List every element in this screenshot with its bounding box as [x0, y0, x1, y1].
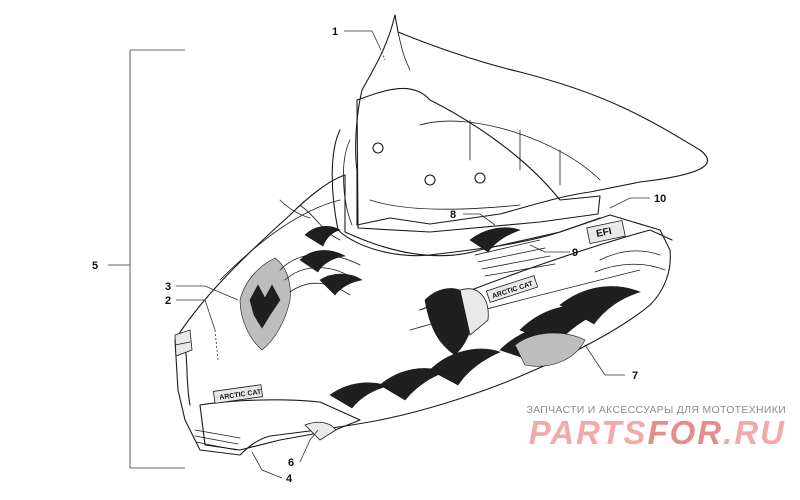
callout-3: 3: [165, 281, 171, 293]
watermark-logo: PARTSFOR.RU: [486, 415, 786, 451]
assembly-bracket: [108, 49, 185, 469]
upper-right-decal: [469, 227, 556, 277]
hood-body: [174, 174, 673, 456]
left-flame-decals: [279, 199, 363, 296]
leader-lines: [176, 30, 650, 479]
watermark-logo-part2: FOR: [647, 414, 724, 451]
hood-center-decal: [239, 253, 361, 351]
callout-6: 6: [288, 457, 294, 469]
right-side-flame-decals: [329, 250, 666, 409]
callout-8: 8: [450, 209, 456, 221]
nose-brand-decal: ARCTIC CAT: [212, 384, 264, 404]
callout-9: 9: [572, 247, 578, 259]
watermark-logo-part1: PARTS: [528, 414, 648, 451]
windshield: [355, 14, 708, 226]
callout-5: 5: [92, 260, 98, 272]
watermark-caption: ЗАПЧАСТИ И АКСЕССУАРЫ ДЛЯ МОТОТЕХНИКИ: [526, 404, 786, 416]
side-model-decal: EFI: [586, 219, 626, 245]
callout-2: 2: [165, 295, 171, 307]
side-model-text: EFI: [595, 226, 613, 240]
callout-10: 10: [654, 193, 666, 205]
side-brand-decal: ARCTIC CAT: [485, 275, 539, 303]
callout-labels: 1 2 3 4 5 6 7 8 9 10: [92, 26, 666, 485]
nose-grille: [194, 429, 241, 451]
callout-7: 7: [632, 370, 638, 382]
callout-1: 1: [332, 26, 338, 38]
windshield-frame: [331, 87, 601, 257]
watermark-logo-part3: .RU: [723, 414, 786, 451]
callout-4: 4: [286, 473, 293, 485]
